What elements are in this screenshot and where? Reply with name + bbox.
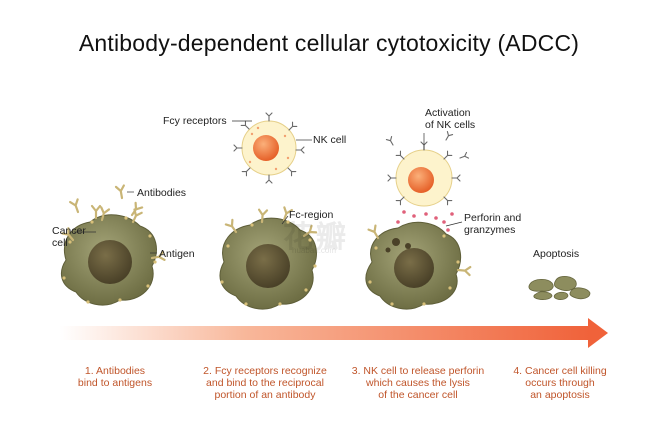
cancer-cell-3 [365,221,472,310]
label-fc-region: Fc-region [289,209,334,221]
progress-arrow [60,318,608,348]
label-fcy-receptors: Fcy receptors [163,115,227,127]
label-nk-cell: NK cell [313,134,347,146]
step-4: 4. Cancer cell killing occurs through an… [513,365,607,401]
page-title: Antibody-dependent cellular cytotoxicity… [78,30,580,56]
watermark: 花瓣 [283,221,349,254]
watermark-sub: huaban.com [292,246,337,255]
label-antibodies: Antibodies [137,187,187,199]
cancer-cell-1 [60,204,166,306]
apoptotic-fragments [528,276,591,300]
leader-lines [74,120,463,254]
antibody-bound [90,204,102,220]
label-activation: Activation of NK cells [425,107,476,131]
label-cancer-cell: Cancer cell [52,225,86,249]
step-1: 1. Antibodies bind to antigens [77,365,153,389]
label-antigen: Antigen [159,248,195,260]
nk-cell-resting [233,112,305,184]
label-apoptosis: Apoptosis [533,248,580,260]
cancer-cell-2 [219,206,318,310]
label-perforin: Perforin and granzymes [464,212,522,236]
step-2: 2. Fcy receptors recognize and bind to t… [203,365,327,401]
nk-cell-activated [385,131,470,207]
step-3: 3. NK cell to release perforin which cau… [351,365,485,401]
